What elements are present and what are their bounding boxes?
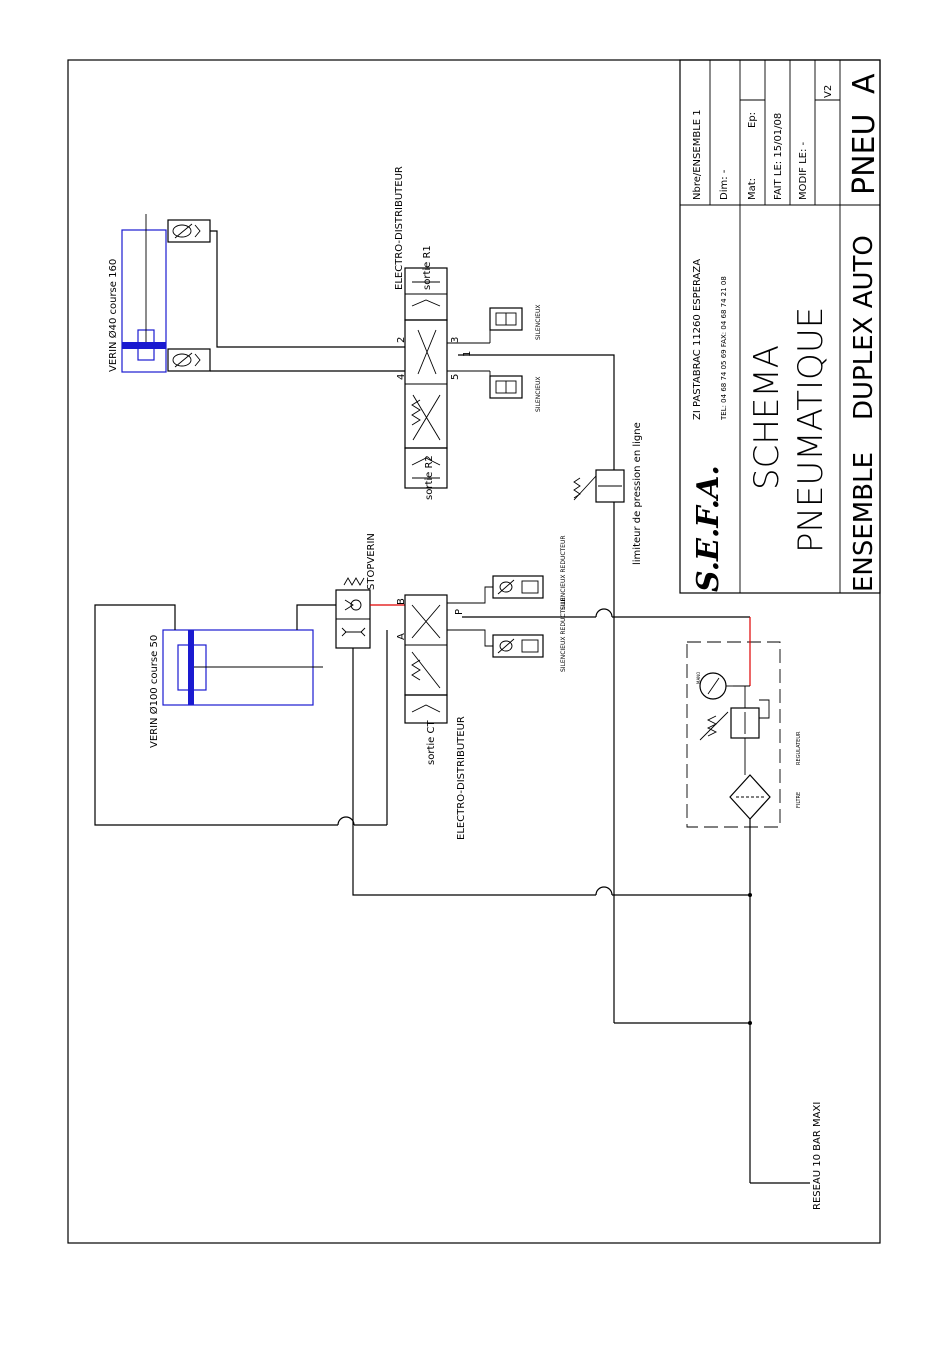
- sortie-r2-label: sortie R2: [424, 455, 435, 500]
- limiteur-label: limiteur de pression en ligne: [632, 422, 643, 565]
- port-5-label: 5: [450, 374, 461, 380]
- line-verin40-port2: [210, 230, 405, 348]
- company-name: S.E.F.A.: [691, 465, 726, 592]
- title-pneumatique: PNEUMATIQUE: [791, 307, 831, 553]
- frl-unit: MANO REGULATEUR FILTRE: [686, 641, 802, 828]
- silencieux-reducteur-1: SILENCIEUX REDUCTEUR: [492, 535, 567, 610]
- title-schema: SCHEMA: [747, 345, 787, 490]
- line-silred-1: [447, 586, 493, 604]
- title-ensemble: ENSEMBLE: [849, 452, 879, 592]
- silencieux-top-2: SILENCIEUX: [489, 375, 542, 412]
- mat-field: Mat:: [747, 178, 758, 200]
- silencieux-reducteur-2: SILENCIEUX REDUCTEUR: [492, 597, 567, 672]
- port-p-label: P: [454, 609, 465, 615]
- port-a-label: A: [396, 633, 407, 640]
- electro-distributeur-top-label: ELECTRO-DISTRIBUTEUR: [394, 166, 405, 290]
- verin-40-cylinder: VERIN Ø40 course 160: [107, 214, 167, 373]
- sortie-ct-label: sortie CT: [426, 720, 437, 765]
- drawing-border: [67, 59, 881, 1244]
- flow-control-valve-top: [167, 219, 211, 243]
- code-a: A: [847, 73, 882, 94]
- stopverin-label: STOPVERIN: [366, 533, 377, 590]
- line-silred-2: [447, 629, 493, 647]
- silencieux-1-label: SILENCIEUX: [535, 305, 542, 340]
- dim-field: Dim: -: [719, 169, 730, 200]
- filtre-label: FILTRE: [796, 792, 802, 808]
- verin-40-label: VERIN Ø40 course 160: [107, 259, 119, 372]
- port-2-label: 2: [396, 337, 407, 343]
- line-stopverin-down: [352, 648, 596, 896]
- company-address: ZI PASTABRAC 11260 ESPERAZA: [692, 259, 703, 420]
- code-pneu: PNEU: [847, 114, 882, 195]
- mano-label: MANO: [696, 672, 701, 684]
- silencieux-2-label: SILENCIEUX: [535, 377, 542, 412]
- title-duplex-auto: DUPLEX AUTO: [849, 235, 879, 420]
- electro-distributeur-top: 2 4 3 5 1 ELECTRO-DISTRIBUTEUR sortie R1…: [394, 166, 473, 500]
- silencieux-reducteur-1-label: SILENCIEUX REDUCTEUR: [560, 535, 567, 610]
- reseau-label: RESEAU 10 BAR MAXI: [812, 1102, 823, 1210]
- port-b-label: B: [396, 598, 407, 605]
- version-field: V2: [823, 85, 834, 98]
- crossover-verin100: [337, 816, 355, 826]
- silencieux-reducteur-2-label: SILENCIEUX REDUCTEUR: [560, 597, 567, 672]
- company-tel-fax: TEL: 04 68 74 05 69 FAX: 04 68 74 21 08: [720, 276, 728, 421]
- line-verin100-right: [296, 604, 336, 630]
- sortie-r1-label: sortie R1: [422, 245, 433, 290]
- electro-distributeur-bottom: A B P sortie CT ELECTRO-DISTRIBUTEUR: [396, 594, 467, 840]
- ep-field: Ep:: [747, 112, 758, 128]
- stopverin-valve: STOPVERIN: [335, 533, 377, 649]
- verin-100-label: VERIN Ø100 course 50: [148, 635, 160, 748]
- port-4-label: 4: [396, 374, 407, 380]
- port-3-label: 3: [450, 337, 461, 343]
- fait-le-field: FAIT LE: 15/01/08: [773, 113, 784, 200]
- line-verin100-left: [94, 604, 338, 826]
- silencieux-top-1: SILENCIEUX: [489, 305, 542, 340]
- modif-le-field: MODIF LE: -: [798, 141, 809, 200]
- regulateur-label: REGULATEUR: [796, 731, 802, 765]
- flow-control-valve-bottom: [167, 348, 211, 372]
- port-1-label: 1: [462, 351, 473, 357]
- verin-100-cylinder: VERIN Ø100 course 50: [148, 629, 323, 748]
- title-block: S.E.F.A. ZI PASTABRAC 11260 ESPERAZA TEL…: [679, 59, 882, 594]
- nbre-ensemble: Nbre/ENSEMBLE 1: [692, 109, 703, 200]
- line-supply-port1: [458, 354, 615, 470]
- electro-distributeur-bottom-label: ELECTRO-DISTRIBUTEUR: [456, 716, 467, 840]
- limiteur-de-pression: limiteur de pression en ligne: [573, 422, 643, 565]
